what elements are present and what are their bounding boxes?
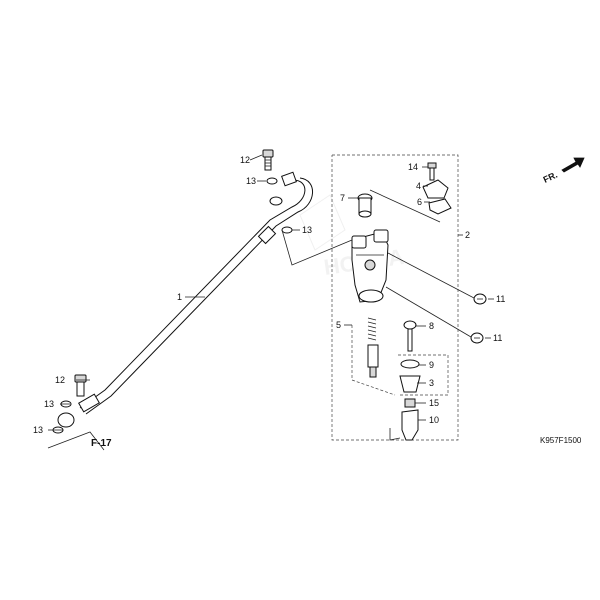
push-rod-8 [403, 320, 417, 352]
plate-6 [428, 198, 452, 215]
callout-11-upper: 11 [496, 294, 505, 304]
front-label: FR. [542, 170, 559, 185]
brake-hose [57, 171, 313, 428]
callout-11-lower: 11 [493, 333, 502, 343]
callout-13-mid: 13 [302, 225, 312, 235]
nut-15 [404, 398, 416, 408]
callout-2: 2 [465, 230, 470, 240]
callout-14: 14 [408, 162, 418, 172]
sealing-washer-upper [266, 177, 278, 185]
screw-11-lower [470, 332, 484, 344]
callout-3: 3 [429, 378, 434, 388]
master-cylinder-body [351, 229, 389, 303]
leader-lines [47, 154, 494, 451]
section-reference: F-17 [91, 438, 112, 449]
piston-set-bracket [351, 325, 396, 396]
banjo-bolt-upper [262, 149, 274, 171]
callout-8: 8 [429, 321, 434, 331]
callout-13-upper: 13 [246, 176, 256, 186]
assembly-boundary [331, 154, 459, 441]
callout-7: 7 [340, 193, 345, 203]
callout-13-lower-a: 13 [44, 399, 54, 409]
reservoir-cap-4 [422, 179, 449, 199]
screw-11-upper [473, 293, 487, 305]
callout-13-lower-b: 13 [33, 425, 43, 435]
push-rod-joint-10 [401, 409, 419, 441]
callout-5: 5 [336, 320, 341, 330]
callout-10: 10 [429, 415, 439, 425]
circlip-9 [400, 359, 420, 369]
callout-6: 6 [417, 197, 422, 207]
callout-4: 4 [416, 181, 421, 191]
front-arrow-icon: FR. [542, 157, 585, 185]
callout-12-upper: 12 [240, 155, 250, 165]
callout-1: 1 [177, 292, 182, 302]
callout-12-lower: 12 [55, 375, 65, 385]
diagram-code: K957F1500 [540, 436, 582, 445]
reservoir-joint [357, 193, 373, 218]
sealing-washer-mid [281, 226, 293, 234]
callout-9: 9 [429, 360, 434, 370]
callout-15: 15 [429, 398, 439, 408]
boot-3 [399, 375, 421, 393]
callouts: 12 13 13 1 12 13 13 14 4 6 7 2 11 11 5 8… [33, 155, 505, 435]
bolt-14 [427, 162, 437, 181]
rod-set-bracket [398, 354, 449, 396]
banjo-bolt-lower [74, 374, 87, 397]
piston-set [367, 317, 379, 378]
